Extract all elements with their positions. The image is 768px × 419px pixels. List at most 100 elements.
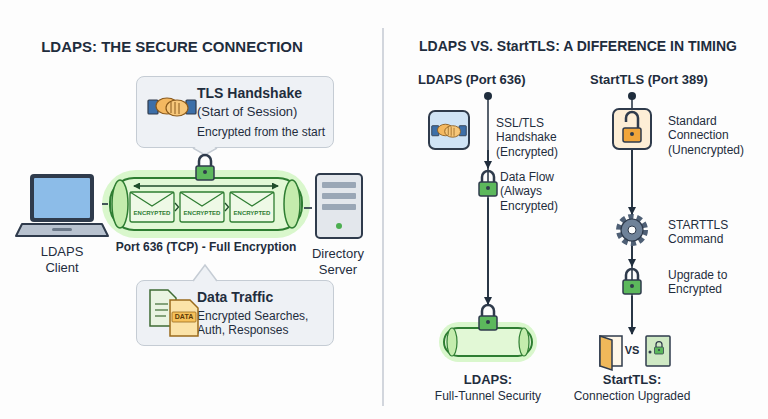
server-illustration xyxy=(316,174,362,238)
lock-icon xyxy=(655,342,664,355)
node-text: Data Flow (Always Encrypted) xyxy=(500,170,590,213)
node-text: Encrypted Searches, Auth, Responses xyxy=(197,309,327,338)
encrypted-envelope xyxy=(180,192,224,222)
tls-tunnel: Port 636 (TCP) - Full Encryption xyxy=(108,176,304,232)
laptop-illustration xyxy=(52,228,72,231)
node-text: Encrypted from the start xyxy=(197,125,333,139)
node-text: Upgrade to Encrypted xyxy=(668,268,758,297)
step-icon-box: SSL/TLS Handshake (Encrypted) xyxy=(428,110,470,150)
tunnel-illustration xyxy=(110,178,302,230)
laptop-illustration xyxy=(16,174,108,236)
gear-icon xyxy=(628,226,636,234)
node-text: Directory Server xyxy=(304,246,372,277)
gear-step: STARTTLS Command xyxy=(616,214,648,246)
encrypted-tag: ENCRYPTED xyxy=(230,210,274,217)
encrypted-tag: ENCRYPTED xyxy=(130,210,174,217)
document-icon xyxy=(155,315,166,316)
timeline-line xyxy=(487,96,489,304)
column-header: StartTLS (Port 389) xyxy=(590,72,740,88)
door-icon xyxy=(649,351,652,354)
tunnel-illustration xyxy=(102,170,310,238)
lock-icon xyxy=(479,171,497,196)
server-illustration xyxy=(322,193,356,199)
section-title: LDAPS VS. StartTLS: A DIFFERENCE IN TIMI… xyxy=(390,38,766,55)
callout-pointer xyxy=(193,148,217,155)
handshake-icon xyxy=(148,98,196,116)
callout-box: Data TrafficEncrypted Searches, Auth, Re… xyxy=(136,280,334,346)
encrypted-envelope xyxy=(130,192,174,206)
connector-arrow xyxy=(304,207,312,209)
gear-icon xyxy=(621,219,643,241)
lock-icon xyxy=(196,155,214,180)
connector-group xyxy=(102,150,632,334)
encrypted-envelope xyxy=(180,192,224,206)
connector-arrow xyxy=(102,203,108,205)
document-icon xyxy=(172,312,196,322)
encrypted-envelope xyxy=(230,192,274,206)
diagram-title: LDAPS: THE SECURE CONNECTION xyxy=(0,38,344,56)
callout-box: TLS Handshake (Start of Session) Encrypted… xyxy=(136,76,334,148)
column-header: LDAPS (Port 636) xyxy=(418,72,558,88)
lock-icon xyxy=(623,269,641,294)
encrypted-envelope xyxy=(225,203,229,211)
laptop-illustration xyxy=(16,224,108,236)
document-icon xyxy=(150,290,176,326)
node-text: SSL/TLS Handshake (Encrypted) xyxy=(496,116,560,159)
node-heading: LDAPS: xyxy=(438,372,538,388)
client-laptop: LDAPS Client xyxy=(22,172,102,238)
tunnel-illustration xyxy=(519,328,529,356)
gear-icon xyxy=(619,217,645,243)
node-text: Connection Upgraded xyxy=(572,389,692,403)
connector-arrow xyxy=(487,150,489,168)
node-text: (Start of Session) xyxy=(197,104,327,120)
connector-arrow xyxy=(631,246,633,266)
tunnel-illustration xyxy=(447,328,457,356)
handshake-icon xyxy=(432,124,467,137)
callout-pointer xyxy=(193,146,217,155)
document-icon xyxy=(155,303,168,304)
door-icon xyxy=(600,336,612,370)
server-illustration xyxy=(316,174,362,238)
node-heading: StartTLS: xyxy=(582,372,682,388)
step-icon-box: Standard Connection (Unencrypted) xyxy=(612,108,652,150)
laptop-illustration xyxy=(34,178,90,218)
tunnel-illustration xyxy=(102,170,310,238)
node-text: LDAPS Client xyxy=(32,244,92,275)
server-illustration xyxy=(322,182,356,188)
node-heading: Data Traffic xyxy=(197,289,327,306)
lock-icon xyxy=(479,305,497,330)
node-text: STARTTLS Command xyxy=(668,218,748,247)
directory-server: Directory Server xyxy=(312,176,364,240)
tunnel-illustration xyxy=(439,322,537,362)
door-icon xyxy=(646,336,670,366)
tunnel-illustration xyxy=(444,328,532,356)
connector-arrow xyxy=(487,198,489,304)
node-text: Full-Tunnel Security xyxy=(418,389,558,403)
node-text: Port 636 (TCP) - Full Encryption xyxy=(96,240,316,254)
door-icon xyxy=(600,336,622,366)
tunnel-illustration xyxy=(112,180,128,228)
connector-arrow xyxy=(631,150,633,214)
node-text: Standard Connection (Unencrypted) xyxy=(668,114,754,157)
callout-pointer xyxy=(193,146,217,282)
gear-icon xyxy=(619,217,645,243)
lock-step: Upgrade to Encrypted xyxy=(620,266,644,296)
callout-pointer xyxy=(193,265,217,281)
server-illustration xyxy=(336,223,342,229)
encrypted-envelope xyxy=(130,192,174,222)
laptop-illustration xyxy=(30,174,94,222)
tunnel-illustration xyxy=(284,180,300,228)
tunnel-result: LDAPS:Full-Tunnel Security xyxy=(443,304,533,362)
callout-pointer xyxy=(193,265,217,282)
node-heading: TLS Handshake xyxy=(197,85,327,102)
door-result: StartTLS:Connection Upgraded xyxy=(596,334,668,370)
tunnel-illustration xyxy=(134,185,278,186)
door-icon xyxy=(600,336,670,370)
encrypted-envelope xyxy=(230,192,274,222)
section-divider xyxy=(382,28,384,406)
